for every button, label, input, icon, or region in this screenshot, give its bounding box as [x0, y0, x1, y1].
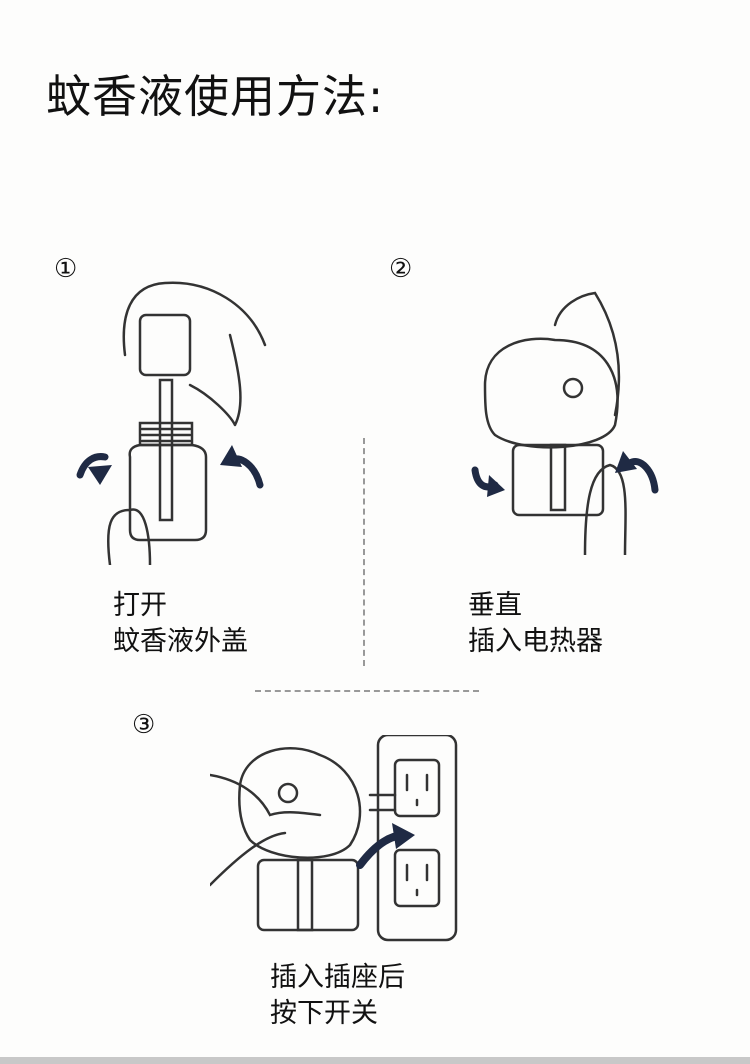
hand: [210, 773, 322, 887]
bottle: [256, 858, 360, 932]
step-2-illustration: [471, 291, 659, 555]
step-2-caption: 垂直 插入电热器: [468, 588, 603, 660]
hand-bottom: [583, 463, 627, 555]
step-1-caption: 打开 蚊香液外盖: [113, 588, 248, 660]
step-1-illustration: [76, 281, 267, 565]
bottle-cap: [138, 313, 192, 377]
socket-top: [393, 758, 441, 818]
bottle: [511, 443, 605, 517]
step-1-line-1: 打开: [113, 590, 167, 621]
step-2-line-2: 插入电热器: [468, 626, 603, 657]
step-3-line-1: 插入插座后: [270, 962, 405, 993]
step-1-number: ①: [54, 254, 78, 284]
plug-prongs: [368, 793, 397, 812]
page-title: 蚊香液使用方法:: [46, 70, 385, 123]
hand-bottom: [106, 508, 152, 565]
wick: [296, 858, 314, 932]
hand-top: [122, 281, 267, 427]
step-3-number: ③: [132, 710, 156, 740]
bottom-bar: [0, 1057, 750, 1064]
hand-top: [553, 291, 621, 417]
rotate-arrow-left: [76, 453, 109, 479]
heater-body: [238, 747, 362, 859]
socket-bottom: [393, 848, 441, 908]
step-1-line-2: 蚊香液外盖: [113, 626, 248, 657]
bottle-neck: [138, 421, 194, 447]
heater-button: [562, 377, 584, 399]
wick: [158, 378, 174, 522]
horizontal-divider: [255, 690, 479, 692]
heater-body: [483, 337, 619, 449]
heater-button: [277, 782, 299, 804]
bottle-body: [128, 443, 208, 542]
vertical-divider: [363, 438, 365, 666]
rotate-arrow-right: [626, 458, 659, 494]
step-2-line-1: 垂直: [468, 590, 522, 621]
step-3-illustration: [210, 735, 458, 942]
wall-outlet-plate: [376, 735, 458, 942]
wick: [549, 443, 567, 512]
step-3-caption: 插入插座后 按下开关: [270, 960, 405, 1032]
step-3-line-2: 按下开关: [270, 998, 378, 1029]
step-2-number: ②: [389, 254, 413, 284]
